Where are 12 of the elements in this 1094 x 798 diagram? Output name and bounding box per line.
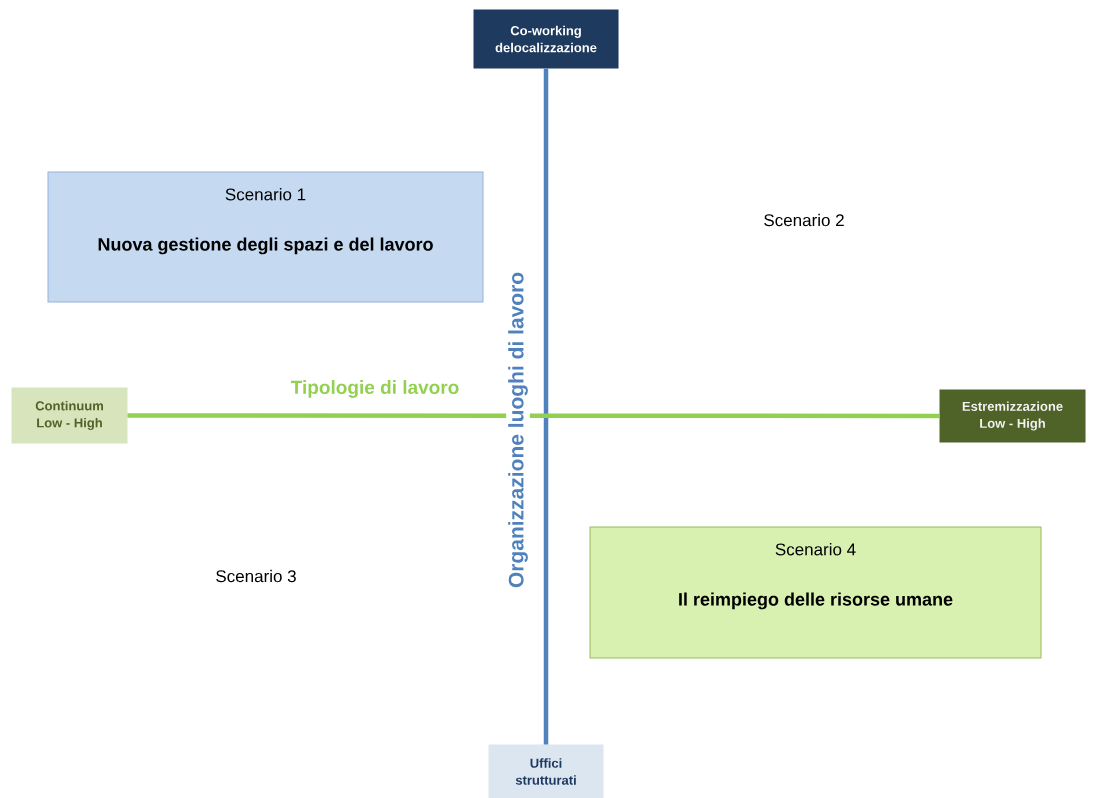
scenario-label: Scenario 2: [764, 213, 844, 227]
scenario-box: Scenario 1 Nuova gestione degli spazi e del lavoro: [47, 171, 484, 303]
axis-end-box: Estremizzazione Low - High: [939, 389, 1086, 443]
axis-line: [127, 413, 940, 419]
axis-label: Tipologie di lavoro: [288, 378, 462, 400]
axis-end-box: Co-working delocalizzazione: [473, 9, 619, 69]
axis-label: Organizzazione luoghi di lavoro: [506, 269, 530, 591]
scenario-box: Scenario 4 Il reimpiego delle risorse umane: [589, 526, 1042, 659]
axis-end-box: Uffici strutturati: [488, 744, 604, 798]
axis-end-box: Continuum Low - High: [11, 387, 128, 444]
axis-line: [543, 68, 549, 745]
scenario-label: Scenario 3: [216, 569, 296, 583]
